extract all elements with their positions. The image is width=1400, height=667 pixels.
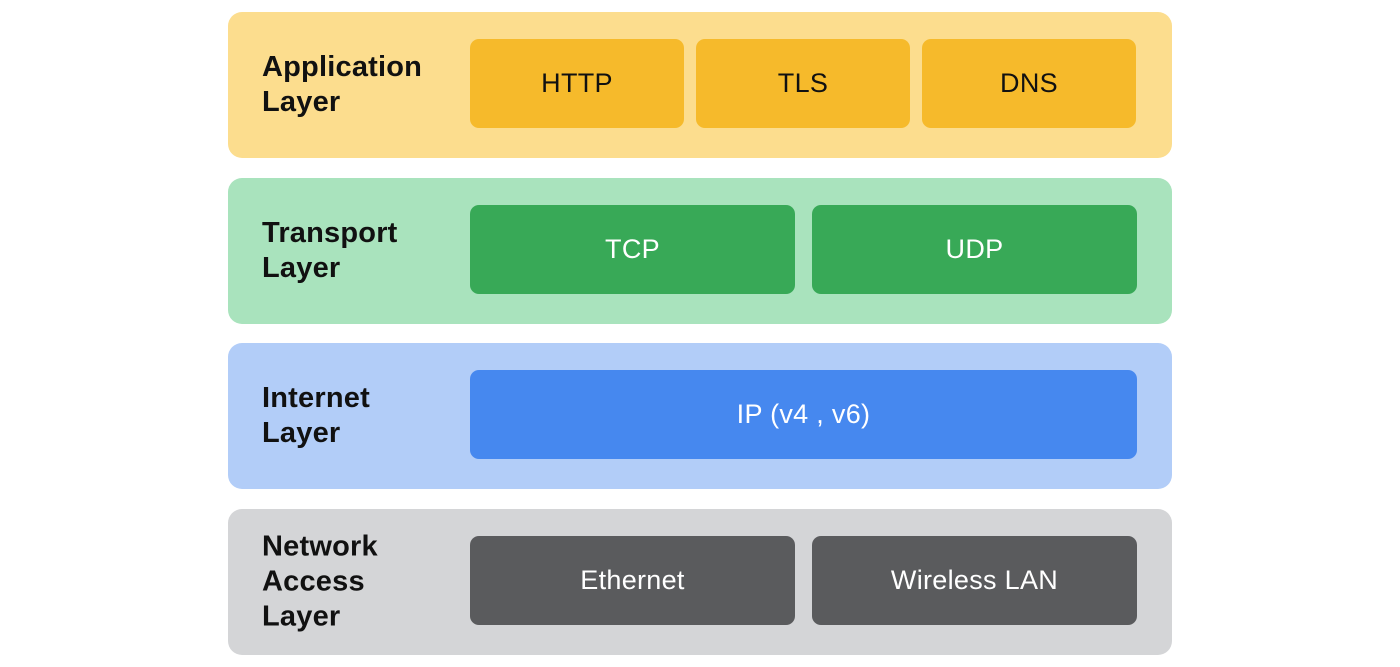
layer-label-line: Layer <box>262 600 341 633</box>
protocol-tls: TLS <box>696 39 910 128</box>
protocol-dns: DNS <box>922 39 1136 128</box>
layer-label-line: Layer <box>262 252 341 284</box>
layer-label-line: Layer <box>262 417 341 449</box>
layer-label-line: Application <box>262 51 423 83</box>
protocol-ethernet: Ethernet <box>470 536 795 625</box>
application-layer: Application Layer HTTP TLS DNS <box>228 12 1172 158</box>
layer-label-line: Layer <box>262 86 341 118</box>
protocol-wireless-lan: Wireless LAN <box>812 536 1137 625</box>
protocol-tcp: TCP <box>470 205 795 294</box>
layer-label-line: Access <box>262 565 365 598</box>
protocol-ip: IP (v4 , v6) <box>470 370 1137 459</box>
protocol-udp: UDP <box>812 205 1137 294</box>
layer-label-line: Transport <box>262 217 398 249</box>
layer-label-line: Network <box>262 530 378 563</box>
layer-label-line: Internet <box>262 382 370 414</box>
protocol-http: HTTP <box>470 39 684 128</box>
network-access-layer-label: Network Access Layer <box>262 530 378 635</box>
network-access-layer: Network Access Layer Ethernet Wireless L… <box>228 509 1172 655</box>
internet-layer: Internet Layer IP (v4 , v6) <box>228 343 1172 489</box>
application-layer-label: Application Layer <box>262 50 422 120</box>
transport-layer-label: Transport Layer <box>262 216 398 286</box>
internet-layer-label: Internet Layer <box>262 381 370 451</box>
transport-layer: Transport Layer TCP UDP <box>228 178 1172 324</box>
